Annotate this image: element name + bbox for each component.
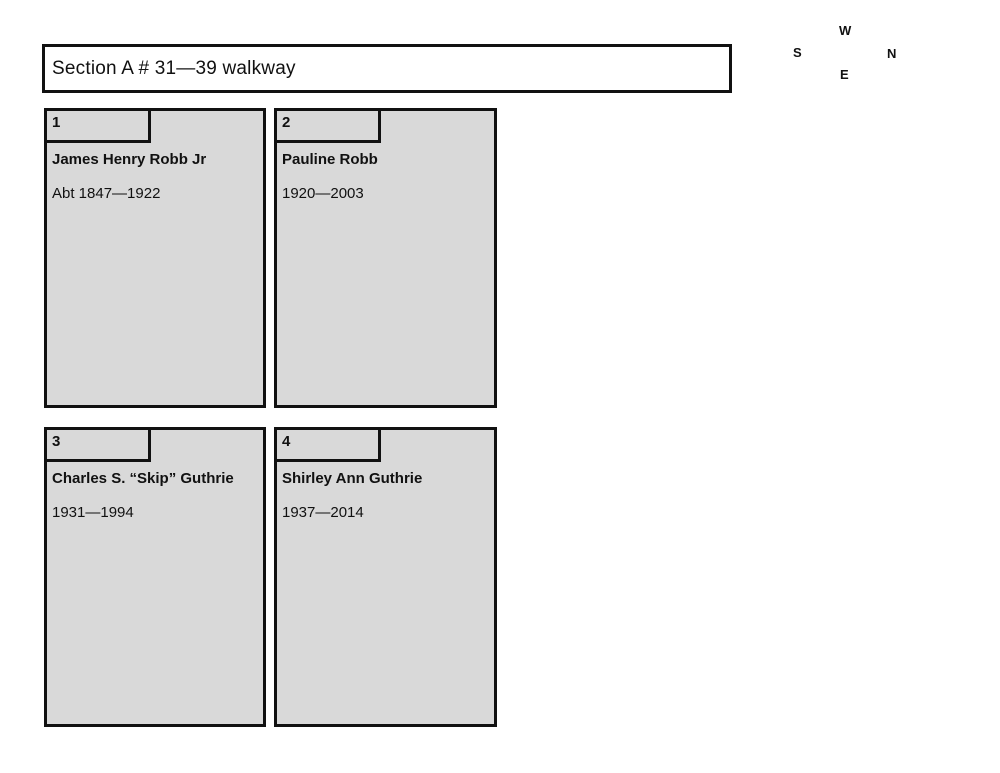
plot-occupant-dates: 1937—2014 [282,504,364,521]
plot-occupant-name: Shirley Ann Guthrie [282,470,423,487]
compass-east-label: E [840,67,849,82]
grave-plot-1: 1 James Henry Robb Jr Abt 1847—1922 [44,108,266,408]
plot-occupant-name: Pauline Robb [282,151,378,168]
compass-north-label: N [887,46,897,61]
plot-number-tab: 2 [274,108,381,143]
plot-occupant-dates: Abt 1847—1922 [52,185,161,202]
plot-number-tab: 3 [44,427,151,462]
plot-number-tab: 4 [274,427,381,462]
compass-west-label: W [839,23,852,38]
grave-plot-2: 2 Pauline Robb 1920—2003 [274,108,497,408]
section-header-box: Section A # 31—39 walkway [42,44,732,93]
compass-south-label: S [793,45,802,60]
grave-plot-4: 4 Shirley Ann Guthrie 1937—2014 [274,427,497,727]
plot-occupant-name: Charles S. “Skip” Guthrie [52,470,234,487]
plot-number: 3 [52,433,61,450]
plot-occupant-name: James Henry Robb Jr [52,151,207,168]
plot-number-tab: 1 [44,108,151,143]
section-title: Section A # 31—39 walkway [52,57,296,79]
plot-occupant-dates: 1920—2003 [282,185,364,202]
plot-number: 1 [52,114,61,131]
plot-occupant-dates: 1931—1994 [52,504,134,521]
plot-number: 2 [282,114,291,131]
plot-number: 4 [282,433,291,450]
grave-plot-3: 3 Charles S. “Skip” Guthrie 1931—1994 [44,427,266,727]
